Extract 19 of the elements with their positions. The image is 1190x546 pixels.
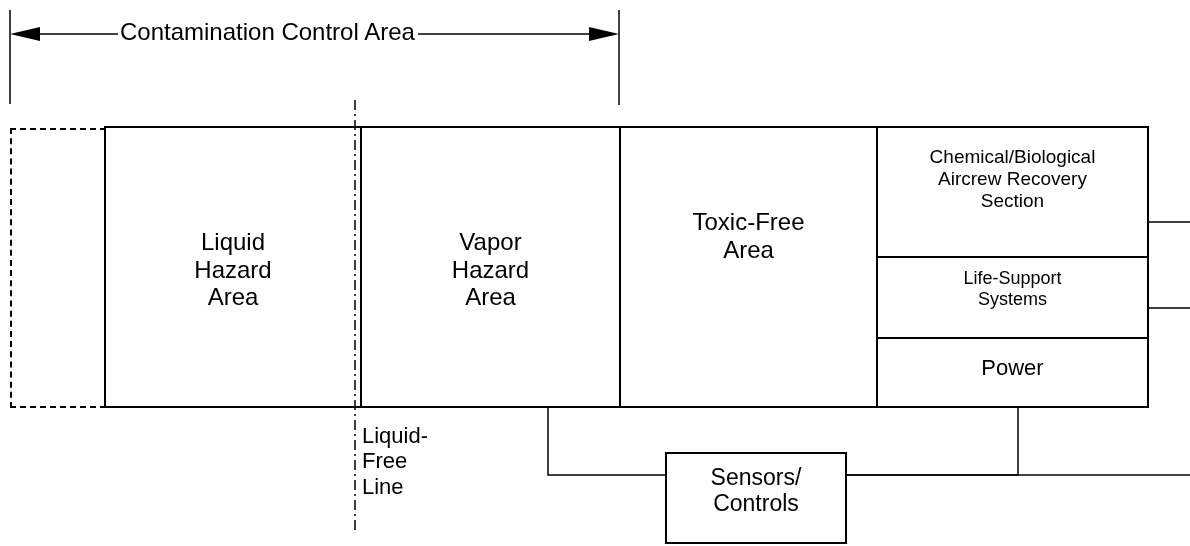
node-label: Vapor Hazard Area (450, 228, 531, 311)
node-label: Life-Support Systems (962, 268, 1063, 310)
section-box (876, 126, 1149, 258)
connector-line (1148, 307, 1190, 309)
line-label: Liquid-Free Line (362, 423, 430, 499)
connector-line (846, 474, 1190, 476)
area-box (619, 126, 878, 408)
process-box (665, 452, 847, 544)
node-label: Chemical/Biological Aircrew Recovery Section (928, 146, 1097, 212)
area-box (360, 126, 621, 408)
connector-line (1148, 221, 1190, 223)
section-box (876, 337, 1149, 408)
node-label: Power (981, 355, 1044, 381)
node-label: Liquid Hazard Area (193, 228, 273, 311)
area-box (104, 126, 362, 408)
connector-line (547, 407, 666, 476)
node-label: Sensors/ Controls (709, 464, 803, 517)
node-label: Toxic-Free Area (691, 208, 806, 264)
dashed-area-box (10, 128, 106, 408)
